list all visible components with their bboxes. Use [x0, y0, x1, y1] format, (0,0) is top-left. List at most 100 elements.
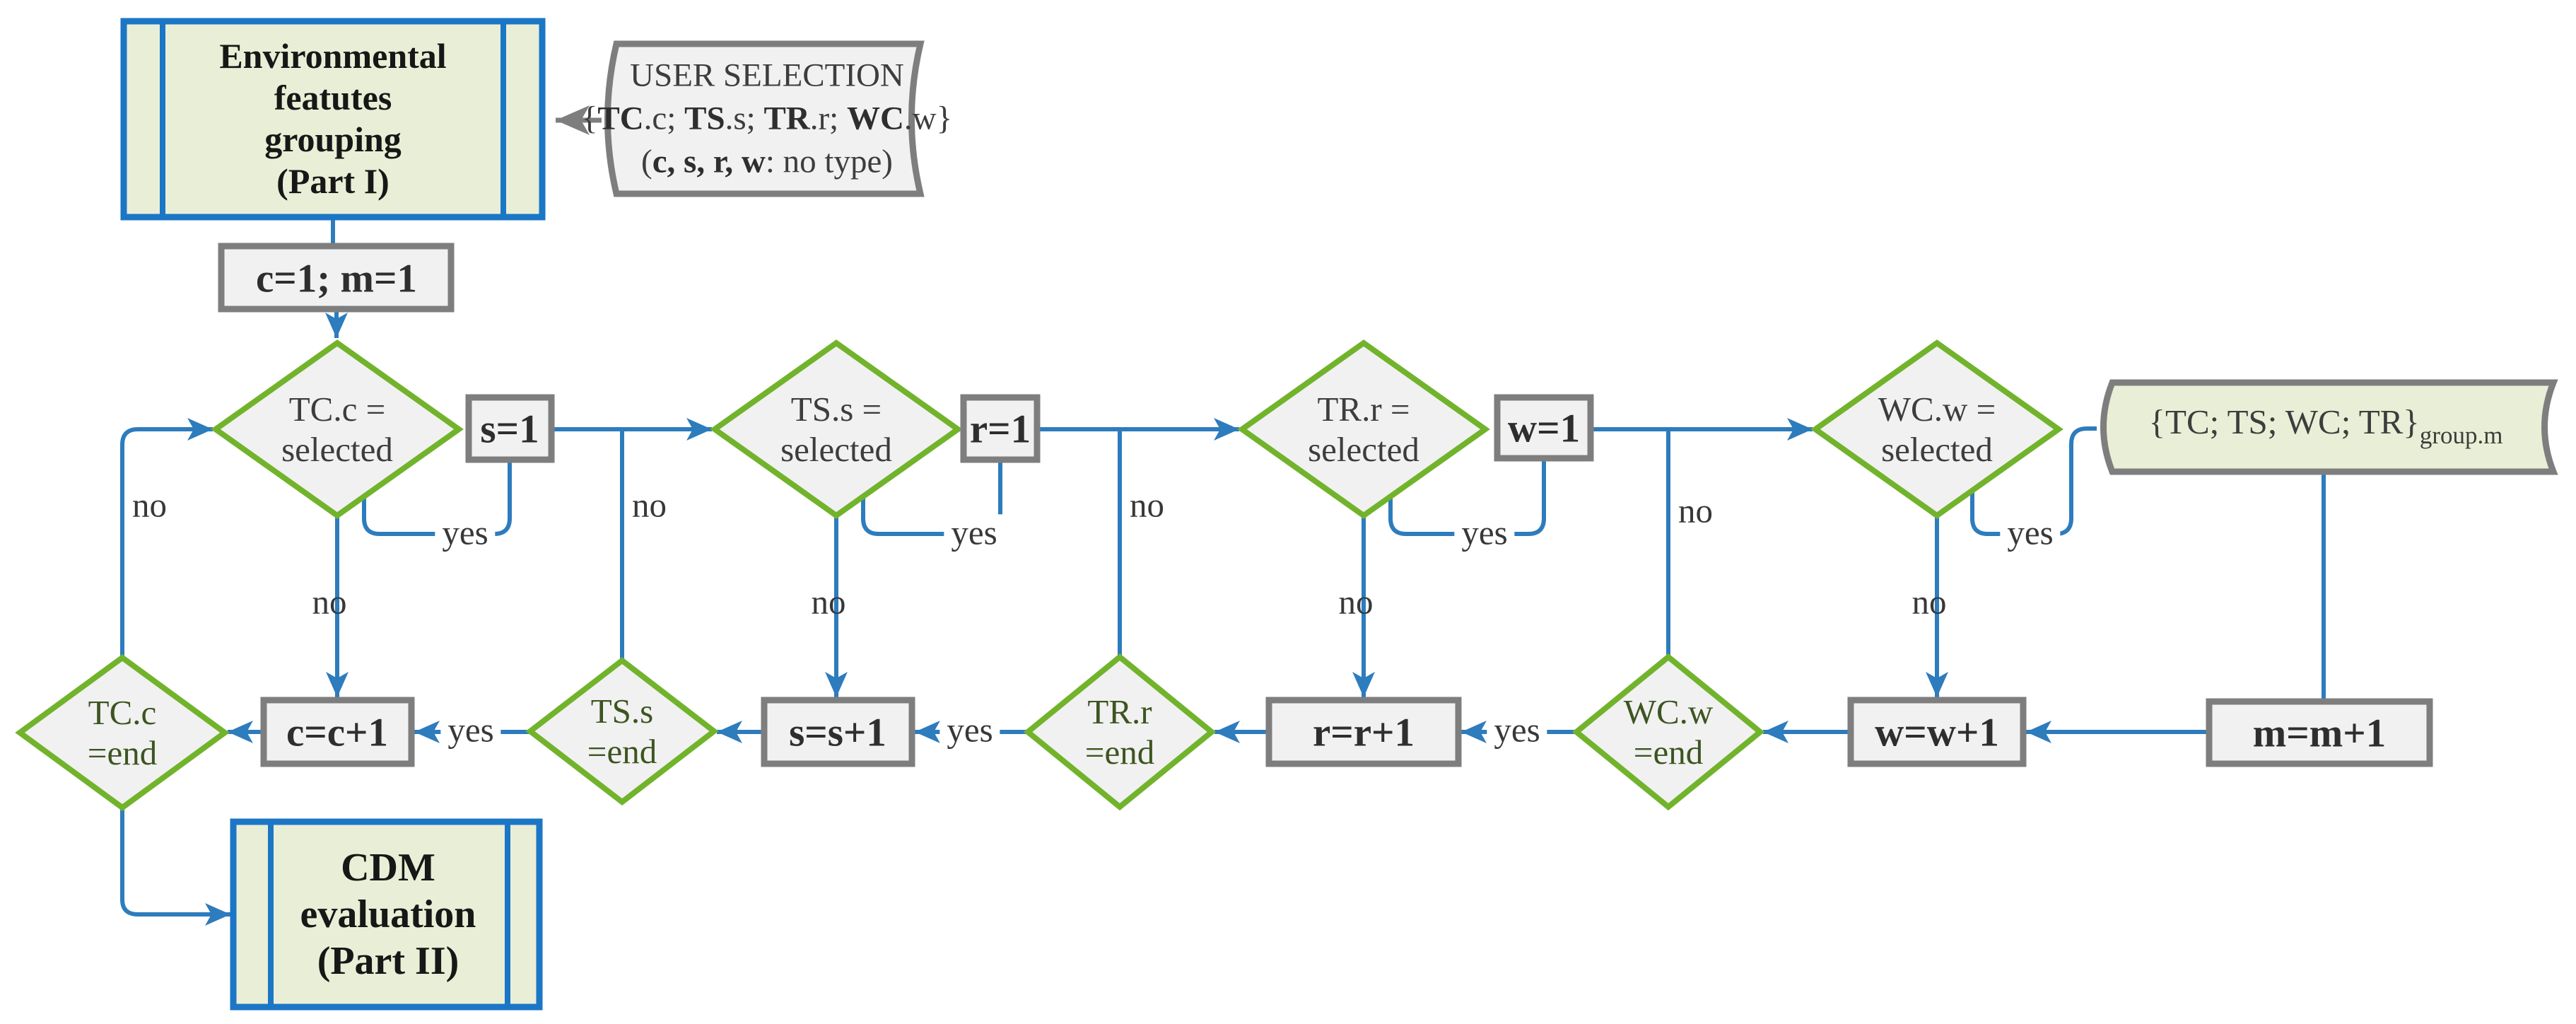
us-l3-p0: (: [641, 143, 652, 180]
tr-selected-line-1: TR.r =: [1317, 390, 1410, 429]
decision-ts-end-shape: [525, 656, 719, 806]
edge-label-no-ts-end-loop: no: [632, 485, 667, 525]
decision-tc-end-label: TC.c =end: [88, 692, 157, 773]
edge-label-no-tr-selected: no: [1338, 582, 1374, 622]
us-l2-p5: TR: [763, 100, 810, 137]
inc-m-label: m=m+1: [2252, 711, 2387, 756]
decision-wc-end-label: WC.w =end: [1624, 692, 1714, 772]
env-line-2: featutes: [274, 78, 392, 117]
env-grouping-box-shape: [120, 18, 546, 221]
edge-label-no-wc-end-loop: no: [1678, 491, 1713, 530]
edge-label-yes-tc: yes: [435, 514, 496, 551]
decision-tc-end-shape: [15, 654, 230, 811]
edge-label-yes-tr-end: yes: [939, 711, 1000, 748]
connector-tc-end-no-loop: [120, 418, 213, 656]
ts-end-line-2: =end: [587, 732, 657, 771]
decision-wc-selected-shape: [1810, 339, 2063, 519]
ts-selected-line-2: selected: [780, 430, 892, 469]
inc-s-label: s=s+1: [789, 710, 886, 755]
edge-label-no-tc-selected: no: [312, 582, 347, 622]
edge-label-no-ts-selected: no: [811, 582, 846, 622]
env-line-4: (Part I): [276, 161, 390, 201]
init-cm-label: c=1; m=1: [256, 256, 417, 301]
init-s-label: s=1: [480, 407, 539, 452]
tr-end-line-1: TR.r: [1087, 692, 1152, 731]
tc-selected-line-2: selected: [281, 430, 393, 469]
cdm-line-3: (Part II): [317, 939, 459, 983]
decision-wc-end-shape: [1571, 653, 1765, 811]
decision-tr-end-shape: [1023, 653, 1217, 811]
init-r-label: r=1: [969, 407, 1031, 452]
user-selection-label: USER SELECTION {TC.c; TS.s; TR.r; WC.w} …: [582, 54, 952, 184]
inc-s-box-shape: [761, 697, 915, 767]
wc-end-line-2: =end: [1633, 733, 1704, 772]
wc-selected-line-1: WC.w =: [1878, 390, 1996, 429]
us-l2-p7: WC: [846, 100, 904, 137]
user-selection-stored-data-shape: [604, 40, 925, 197]
wc-selected-line-2: selected: [1881, 430, 1993, 469]
decision-tc-selected-shape: [211, 339, 464, 519]
ts-end-line-1: TS.s: [590, 692, 654, 731]
tr-selected-line-2: selected: [1308, 430, 1419, 469]
init-w-label: w=1: [1507, 406, 1581, 451]
init-w-box-shape: [1494, 394, 1594, 462]
tc-end-line-2: =end: [87, 733, 158, 772]
tr-end-line-2: =end: [1084, 733, 1155, 772]
inc-w-box-shape: [1847, 697, 2027, 767]
inc-c-label: c=c+1: [286, 710, 389, 755]
user-selection-line-1: USER SELECTION: [630, 57, 904, 94]
init-r-box-shape: [960, 394, 1041, 463]
group-main-text: {TC; TS; WC; TR}: [2148, 402, 2420, 441]
decision-tr-selected-label: TR.r = selected: [1308, 389, 1419, 470]
us-l2-p8: .w}: [903, 100, 953, 137]
decision-ts-end-label: TS.s =end: [587, 691, 657, 772]
connector-tc-end-yes-to-cdm: [120, 808, 230, 926]
decision-wc-selected-label: WC.w = selected: [1878, 389, 1996, 470]
edge-label-yes-ts-end: yes: [440, 711, 501, 748]
inc-r-box-shape: [1265, 697, 1462, 767]
decision-tr-end-label: TR.r =end: [1085, 692, 1154, 772]
decision-ts-selected-label: TS.s = selected: [780, 389, 892, 470]
inc-m-box-shape: [2206, 698, 2433, 767]
group-stored-data-label: {TC; TS; WC; TR}group.m: [2149, 402, 2503, 450]
edge-label-no-wc-selected: no: [1911, 582, 1947, 622]
env-line-3: grouping: [264, 120, 402, 159]
wc-end-line-1: WC.w: [1623, 692, 1714, 731]
tc-end-line-1: TC.c: [88, 693, 157, 732]
ts-selected-line-1: TS.s =: [790, 390, 882, 429]
group-subscript-text: group.m: [2419, 421, 2503, 449]
env-line-1: Environmental: [219, 36, 447, 76]
edge-label-no-tc-end-loop: no: [132, 485, 167, 525]
init-s-box-shape: [465, 394, 555, 463]
us-l3-p2: : no type): [765, 143, 893, 180]
user-selection-line-3: (c, s, r, w: no type): [582, 141, 952, 184]
inc-r-label: r=r+1: [1312, 710, 1415, 755]
cdm-evaluation-label: CDM evaluation (Part II): [300, 844, 476, 984]
decision-tc-selected-label: TC.c = selected: [281, 389, 393, 470]
edge-label-no-tr-end-loop: no: [1130, 485, 1164, 525]
user-selection-line-2: {TC.c; TS.s; TR.r; WC.w}: [582, 98, 952, 141]
cdm-line-2: evaluation: [300, 892, 476, 936]
edge-label-yes-ts: yes: [944, 514, 1005, 551]
edge-label-yes-wc-end: yes: [1487, 711, 1547, 748]
init-cm-box-shape: [218, 243, 455, 313]
inc-w-label: w=w+1: [1875, 710, 1999, 755]
env-grouping-label: Environmental featutes grouping (Part I): [219, 35, 446, 202]
us-l2-p3: TS: [684, 100, 725, 137]
decision-ts-selected-shape: [710, 339, 963, 519]
edge-label-yes-wc: yes: [2000, 514, 2061, 551]
us-l2-p1: TC: [597, 100, 644, 137]
us-l2-p0: {: [581, 100, 598, 137]
connector-wc-selected-yes: [1970, 426, 2097, 536]
us-l2-p4: .s;: [725, 100, 764, 137]
group-stored-data-shape: [2100, 379, 2558, 475]
us-l3-p1: c, s, r, w: [652, 143, 766, 180]
cdm-evaluation-box-shape: [230, 818, 543, 1011]
edge-label-yes-tr: yes: [1454, 514, 1515, 551]
us-l2-p2: .c;: [643, 100, 685, 137]
decision-tr-selected-shape: [1237, 339, 1490, 519]
inc-c-box-shape: [260, 697, 415, 767]
cdm-line-1: CDM: [341, 846, 435, 890]
